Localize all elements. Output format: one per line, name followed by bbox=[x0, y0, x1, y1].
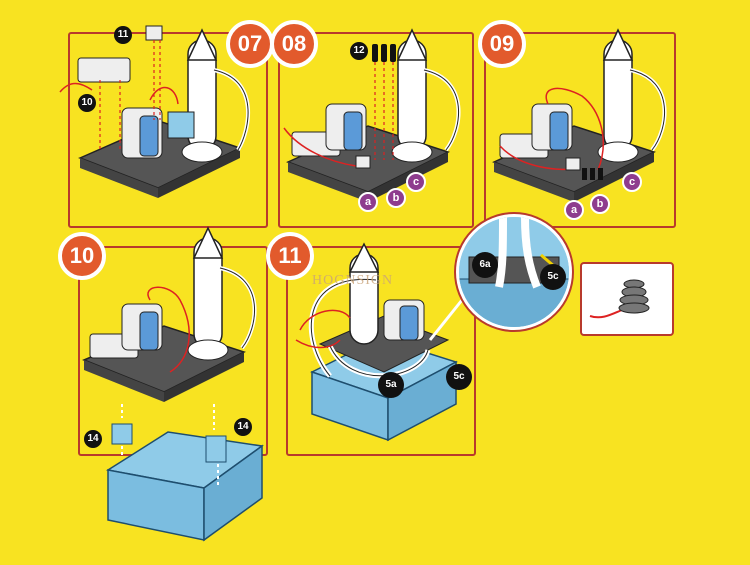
step-badge-08: 08 bbox=[270, 20, 318, 68]
callout-5a: 5a bbox=[378, 372, 404, 398]
step-10-illustration bbox=[82, 226, 264, 542]
callout-5c-zoom: 5c bbox=[540, 264, 566, 290]
step-badge-09: 09 bbox=[478, 20, 526, 68]
step-badge-11: 11 bbox=[266, 232, 314, 280]
connector-b-step-08: b bbox=[386, 188, 406, 208]
step-07-illustration bbox=[59, 25, 251, 198]
step-09-panel bbox=[484, 32, 676, 228]
step-07-panel bbox=[68, 32, 268, 228]
connector-c-step-09: c bbox=[622, 172, 642, 192]
connector-a-step-09: a bbox=[564, 200, 584, 220]
step-09-illustration bbox=[492, 28, 667, 202]
part-number-14-left: 14 bbox=[84, 430, 102, 448]
step-08-illustration bbox=[283, 28, 461, 202]
connector-a-step-08: a bbox=[358, 192, 378, 212]
part-number-14-right: 14 bbox=[234, 418, 252, 436]
step-11-illustration bbox=[295, 242, 472, 442]
step-08-panel bbox=[278, 32, 474, 228]
spring-detail bbox=[580, 262, 674, 336]
part-number-12: 12 bbox=[350, 42, 368, 60]
connector-c-step-08: c bbox=[406, 172, 426, 192]
spring-icon bbox=[589, 279, 650, 319]
watermark: HOGNSIGN bbox=[312, 273, 394, 288]
part-number-10: 10 bbox=[78, 94, 96, 112]
connector-b-step-09: b bbox=[590, 194, 610, 214]
step-badge-10: 10 bbox=[58, 232, 106, 280]
callout-6a: 6a bbox=[472, 252, 498, 278]
callout-5c: 5c bbox=[446, 364, 472, 390]
part-number-11: 11 bbox=[114, 26, 132, 44]
step-11-panel bbox=[286, 246, 476, 456]
step-badge-07: 07 bbox=[226, 20, 274, 68]
